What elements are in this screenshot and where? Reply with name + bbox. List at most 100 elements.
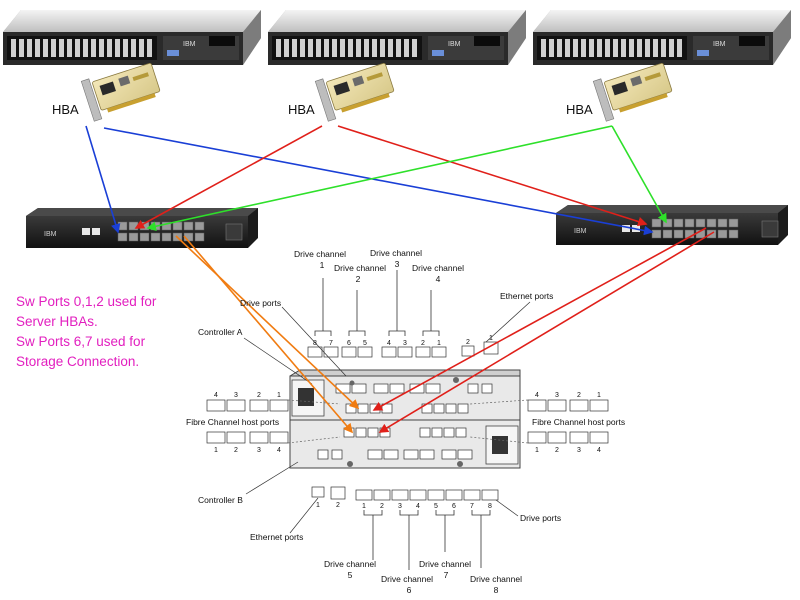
drive-channel-6-number: 6 (407, 585, 412, 595)
label-drive-ports-bottom: Drive ports (520, 513, 561, 523)
server-1-brand: IBM (183, 41, 196, 48)
top-drive-num-2: 2 (421, 340, 425, 347)
top-drive-port-callouts (307, 341, 499, 358)
bottom-drive-num-7: 7 (470, 503, 474, 510)
top-drive-num-4: 4 (387, 340, 391, 347)
fc-switch-left: IBM (26, 208, 258, 248)
right-host-bottom-4: 4 (597, 447, 601, 454)
top-drive-num-8: 8 (313, 340, 317, 347)
left-host-top-1: 1 (277, 392, 281, 399)
link-server1-switch-left (85, 125, 121, 234)
drive-channel-4-title: Drive channel (412, 263, 464, 273)
note-line-3: Sw Ports 6,7 used for (16, 334, 146, 349)
right-host-bottom-3: 3 (577, 447, 581, 454)
left-host-bottom-1: 1 (214, 447, 218, 454)
drive-channel-6-title: Drive channel (381, 574, 433, 584)
right-host-bottom-2: 2 (555, 447, 559, 454)
server-2: IBM (268, 10, 526, 65)
link-switch-left-storage-a (175, 235, 360, 410)
server-2-brand: IBM (448, 41, 461, 48)
switch-right-brand: IBM (574, 228, 587, 235)
right-host-bottom-1: 1 (535, 447, 539, 454)
link-server2-switch-right (337, 125, 648, 227)
drive-channel-8-number: 8 (494, 585, 499, 595)
drive-channel-7-title: Drive channel (419, 559, 471, 569)
port-numbers: 8 7 6 5 4 3 2 1 2 1 4 3 2 1 1 2 3 4 4 3 … (214, 335, 601, 510)
label-fc-host-ports-right: Fibre Channel host ports (532, 417, 625, 427)
drive-channel-3-title: Drive channel (370, 248, 422, 258)
bottom-drive-num-6: 6 (452, 503, 456, 510)
label-fc-host-ports-left: Fibre Channel host ports (186, 417, 279, 427)
left-host-top-2: 2 (257, 392, 261, 399)
left-host-bottom-3: 3 (257, 447, 261, 454)
hba-card-3 (592, 62, 673, 122)
label-drive-ports-top: Drive ports (240, 298, 281, 308)
label-ethernet-ports-bottom: Ethernet ports (250, 532, 303, 542)
link-server1-switch-right (103, 127, 654, 236)
leader-lines (243, 301, 531, 534)
drive-channel-2-title: Drive channel (334, 263, 386, 273)
drive-channel-5-title: Drive channel (324, 559, 376, 569)
switch-left-brand: IBM (44, 231, 57, 238)
bottom-drive-num-1: 1 (362, 503, 366, 510)
drive-channel-2-number: 2 (356, 274, 361, 284)
right-host-top-2: 2 (577, 392, 581, 399)
left-host-top-3: 3 (234, 392, 238, 399)
link-server2-switch-left (134, 125, 323, 229)
drive-channel-5-number: 5 (348, 570, 353, 580)
drive-channel-8-title: Drive channel (470, 574, 522, 584)
top-drive-num-5: 5 (363, 340, 367, 347)
server-3: IBM (533, 10, 791, 65)
top-drive-num-3: 3 (403, 340, 407, 347)
right-host-top-1: 1 (597, 392, 601, 399)
drive-channel-7-number: 7 (444, 570, 449, 580)
left-host-port-callout (206, 399, 341, 444)
bottom-drive-num-8: 8 (488, 503, 492, 510)
label-controller-b: Controller B (198, 495, 243, 505)
hba-label-3: HBA (566, 102, 593, 117)
fc-switch-right: IBM (556, 205, 788, 245)
right-host-port-callout (469, 399, 609, 444)
bottom-eth-num-1: 1 (316, 502, 320, 509)
link-switch-left-storage-b (183, 235, 354, 434)
bottom-eth-num-2: 2 (336, 502, 340, 509)
link-server3-switch-left (146, 125, 613, 231)
right-host-top-3: 3 (555, 392, 559, 399)
left-host-top-4: 4 (214, 392, 218, 399)
drive-channel-3-number: 3 (395, 259, 400, 269)
top-drive-brackets (314, 270, 440, 336)
note-line-2: Server HBAs. (16, 314, 98, 329)
link-switch-right-storage-b (378, 231, 715, 433)
note-line-4: Storage Connection. (16, 354, 139, 369)
hba-card-2 (314, 62, 395, 122)
note-line-1: Sw Ports 0,1,2 used for (16, 294, 157, 309)
top-eth-num-2: 2 (466, 339, 470, 346)
bottom-drive-brackets (363, 510, 491, 570)
label-controller-a: Controller A (198, 327, 243, 337)
hba-label-1: HBA (52, 102, 79, 117)
drive-channel-1-number: 1 (320, 260, 325, 270)
left-host-bottom-2: 2 (234, 447, 238, 454)
storage-controller-enclosure (289, 369, 521, 469)
top-eth-num-1: 1 (489, 335, 493, 342)
right-host-top-4: 4 (535, 392, 539, 399)
drive-channel-4-number: 4 (436, 274, 441, 284)
connections (85, 125, 715, 434)
server-1: IBM (3, 10, 261, 65)
bottom-drive-num-3: 3 (398, 503, 402, 510)
bottom-drive-num-5: 5 (434, 503, 438, 510)
hba-label-2: HBA (288, 102, 315, 117)
label-ethernet-ports-top: Ethernet ports (500, 291, 553, 301)
bottom-drive-num-4: 4 (416, 503, 420, 510)
top-drive-num-7: 7 (329, 340, 333, 347)
bottom-drive-num-2: 2 (380, 503, 384, 510)
bottom-drive-port-callouts (311, 486, 499, 501)
